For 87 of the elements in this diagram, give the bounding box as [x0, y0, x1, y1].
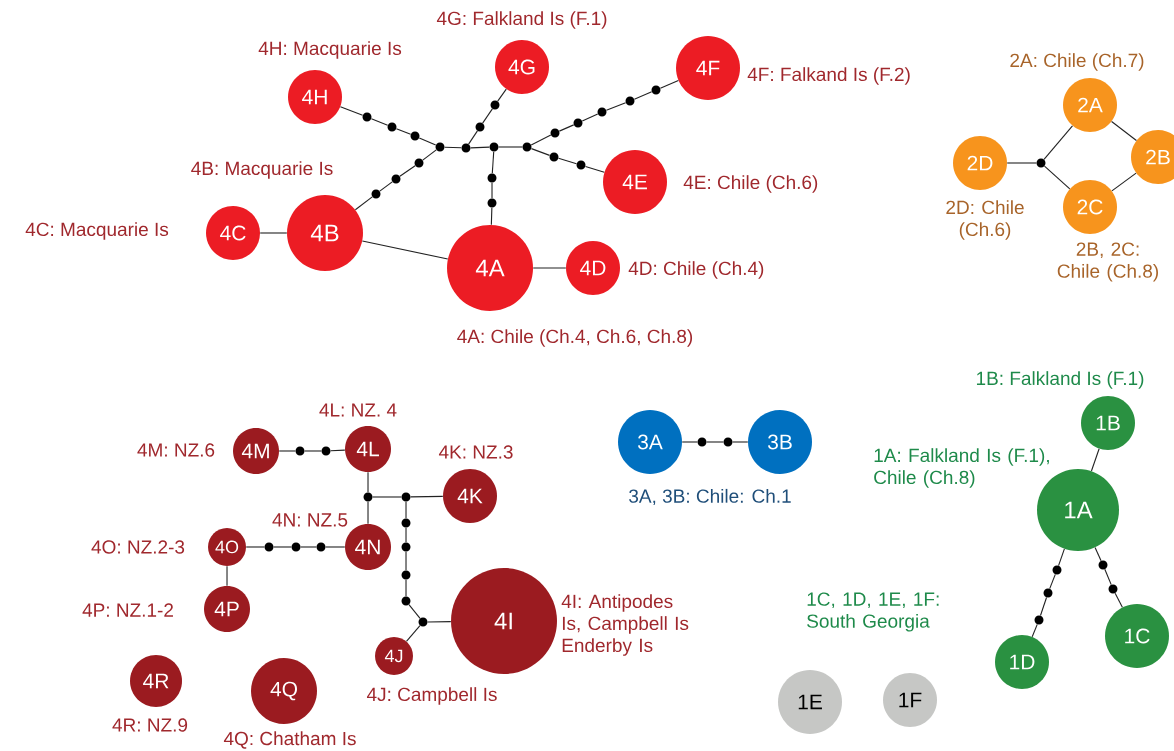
network-line: [530, 148, 551, 156]
network-line: [732, 441, 749, 443]
network-line: [361, 240, 449, 260]
network-line: [405, 551, 407, 571]
network-line: [491, 182, 493, 199]
network-line: [497, 88, 507, 102]
network-line: [1090, 448, 1100, 472]
network-line: [681, 441, 698, 443]
network-line: [330, 449, 346, 452]
network-line: [1006, 162, 1037, 164]
haplotype-caption: 2A: Chile (Ch.7): [1010, 53, 1144, 71]
network-line: [490, 207, 493, 226]
haplotype-caption: 4D: Chile (Ch.4): [628, 261, 764, 279]
network-line: [405, 579, 407, 597]
network-line: [605, 102, 627, 111]
network-line: [304, 450, 322, 452]
haplotype-caption: 4L: NZ. 4: [319, 403, 397, 417]
network-line: [468, 130, 478, 145]
network-line: [1039, 596, 1048, 617]
group-caption: 1C, 1D, 1E, 1F: South Georgia: [807, 592, 939, 632]
network-line: [482, 108, 493, 124]
network-line: [633, 91, 653, 100]
network-line: [706, 441, 724, 443]
network-line: [372, 496, 402, 498]
network-line: [405, 501, 407, 519]
network-line: [1031, 623, 1038, 638]
network-line: [1114, 592, 1123, 608]
network-line: [395, 128, 412, 135]
haplotype-caption: 4E: Chile (Ch.6): [683, 175, 818, 193]
haplotype-caption: 2D: Chile (Ch.6): [946, 200, 1024, 240]
haplotype-caption: 4Q: Chatham Is: [223, 731, 356, 749]
network-line: [470, 146, 490, 149]
haplotype-caption: 4I: Antipodes Is, Campbell Is Enderby Is: [561, 594, 689, 656]
network-line: [1094, 546, 1102, 562]
network-line: [427, 621, 452, 623]
network-line: [405, 527, 407, 543]
network-line: [558, 124, 575, 132]
network-line: [245, 546, 265, 548]
network-line: [1058, 548, 1065, 567]
network-line: [325, 546, 346, 548]
network-line: [418, 137, 437, 146]
network-line: [1104, 568, 1112, 586]
haplotype-caption: 4F: Falkand Is (F.2): [747, 67, 910, 85]
network-line: [370, 118, 389, 126]
network-line: [532, 267, 567, 269]
network-line: [379, 181, 393, 192]
haplotype-caption: 4R: NZ.9: [112, 718, 188, 732]
network-line: [300, 546, 317, 548]
network-line: [498, 146, 523, 148]
network-line: [1049, 573, 1056, 590]
network-line: [444, 146, 462, 149]
network-line: [584, 165, 605, 173]
haplotype-caption: 4M: NZ.6: [137, 443, 215, 457]
haplotype-caption: 4B: Macquarie Is: [191, 161, 333, 179]
network-line: [367, 471, 369, 493]
network-line: [491, 151, 495, 174]
network-line: [408, 604, 421, 619]
network-line: [422, 149, 437, 161]
network-line: [557, 157, 578, 165]
haplotype-caption: 4N: NZ.5: [272, 513, 348, 527]
network-line: [226, 565, 228, 587]
haplotype-caption: 4J: Campbell Is: [367, 687, 497, 705]
haplotype-caption: 1B: Falkland Is (F.1): [977, 371, 1144, 389]
haplotype-caption: 4O: NZ.2-3: [91, 540, 185, 554]
network-line: [410, 495, 444, 498]
network-line: [259, 232, 288, 234]
network-line: [399, 165, 416, 177]
network-line: [278, 450, 296, 452]
haplotype-caption: 4C: Macquarie Is: [25, 222, 169, 240]
network-line: [530, 134, 552, 146]
network-line: [1043, 165, 1071, 190]
network-line: [367, 501, 369, 525]
network-line: [659, 80, 679, 89]
haplotype-caption: 4A: Chile (Ch.4, Ch.6, Ch.8): [457, 329, 693, 347]
network-line: [273, 546, 292, 548]
haplotype-caption: 4K: NZ.3: [438, 445, 513, 459]
network-line: [354, 196, 373, 211]
haplotype-caption: 4P: NZ.1-2: [82, 603, 173, 617]
haplotype-caption: 4H: Macquarie Is: [258, 41, 402, 59]
network-line: [1111, 120, 1137, 142]
network-line: [1111, 172, 1137, 192]
group-caption: 3A, 3B: Chile: Ch.1: [629, 488, 791, 506]
network-line: [581, 113, 599, 122]
haplotype-caption: 4G: Falkland Is (F.1): [436, 11, 607, 29]
network-line: [1043, 125, 1073, 160]
network-line: [405, 625, 421, 642]
network-line: [339, 106, 364, 116]
